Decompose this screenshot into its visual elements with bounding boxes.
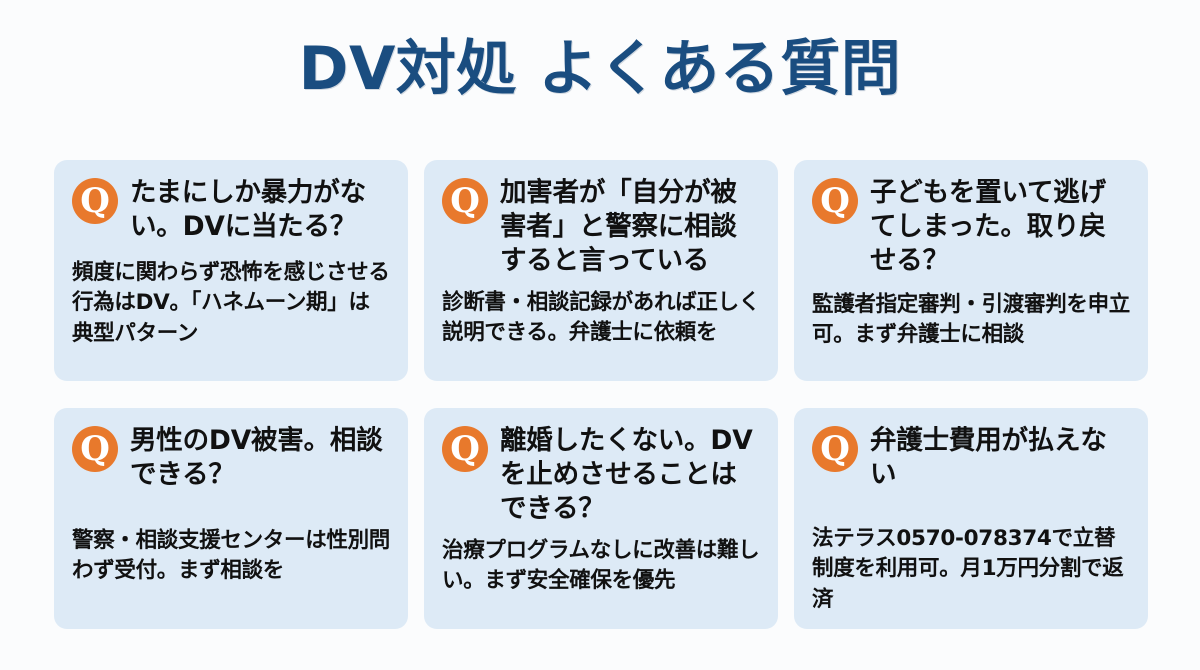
faq-answer-5: 治療プログラムなしに改善は難しい。まず安全確保を優先 <box>442 537 760 594</box>
title-area: DV対処 よくある質問 <box>0 0 1200 122</box>
faq-answer-3: 監護者指定審判・引渡審判を申立可。まず弁護士に相談 <box>812 291 1131 348</box>
faq-card-3-header: Q 子どもを置いて逃げてしまった。取り戻せる？ <box>812 176 1130 278</box>
faq-card-1: Q たまにしか暴力がない。DVに当たる？ 頻度に関わらず恐怖を感じさせる行為はD… <box>54 160 408 381</box>
faq-card-6-header: Q 弁護士費用が払えない <box>812 424 1130 492</box>
faq-card-6: Q 弁護士費用が払えない 法テラス0570-078374で立替制度を利用可。月1… <box>794 408 1148 629</box>
question-badge-icon: Q <box>442 178 488 224</box>
question-badge-icon: Q <box>442 426 488 472</box>
faq-question-4: 男性のDV被害。相談できる？ <box>130 425 383 490</box>
faq-question-3: 子どもを置いて逃げてしまった。取り戻せる？ <box>870 177 1106 276</box>
faq-question-2: 加害者が「自分が被害者」と警察に相談すると言っている <box>500 177 737 276</box>
faq-card-4: Q 男性のDV被害。相談できる？ 警察・相談支援センターは性別問わず受付。まず相… <box>54 408 408 629</box>
question-badge-icon: Q <box>72 426 118 472</box>
faq-card-3: Q 子どもを置いて逃げてしまった。取り戻せる？ 監護者指定審判・引渡審判を申立可… <box>794 160 1148 381</box>
faq-question-1: たまにしか暴力がない。DVに当たる？ <box>130 177 366 242</box>
page-title: DV対処 よくある質問 <box>298 34 902 104</box>
faq-answer-4: 警察・相談支援センターは性別問わず受付。まず相談を <box>72 527 391 584</box>
faq-question-5: 離婚したくない。DVを止めさせることはできる？ <box>500 425 753 524</box>
faq-card-grid: Q たまにしか暴力がない。DVに当たる？ 頻度に関わらず恐怖を感じさせる行為はD… <box>54 160 1148 629</box>
faq-card-2-header: Q 加害者が「自分が被害者」と警察に相談すると言っている <box>442 176 760 278</box>
question-badge-icon: Q <box>72 178 118 224</box>
faq-answer-6: 法テラス0570-078374で立替制度を利用可。月1万円分割で返済 <box>812 525 1124 612</box>
faq-answer-2: 診断書・相談記録があれば正しく説明できる。弁護士に依頼を <box>442 289 761 346</box>
faq-card-1-header: Q たまにしか暴力がない。DVに当たる？ <box>72 176 390 244</box>
faq-card-5-header: Q 離婚したくない。DVを止めさせることはできる？ <box>442 424 760 526</box>
faq-card-4-header: Q 男性のDV被害。相談できる？ <box>72 424 390 492</box>
question-badge-icon: Q <box>812 178 858 224</box>
faq-answer-1: 頻度に関わらず恐怖を感じさせる行為はDV。「ハネムーン期」は典型パターン <box>72 259 390 346</box>
faq-card-5: Q 離婚したくない。DVを止めさせることはできる？ 治療プログラムなしに改善は難… <box>424 408 778 629</box>
faq-card-2: Q 加害者が「自分が被害者」と警察に相談すると言っている 診断書・相談記録があれ… <box>424 160 778 381</box>
question-badge-icon: Q <box>812 426 858 472</box>
faq-question-6: 弁護士費用が払えない <box>870 425 1107 490</box>
